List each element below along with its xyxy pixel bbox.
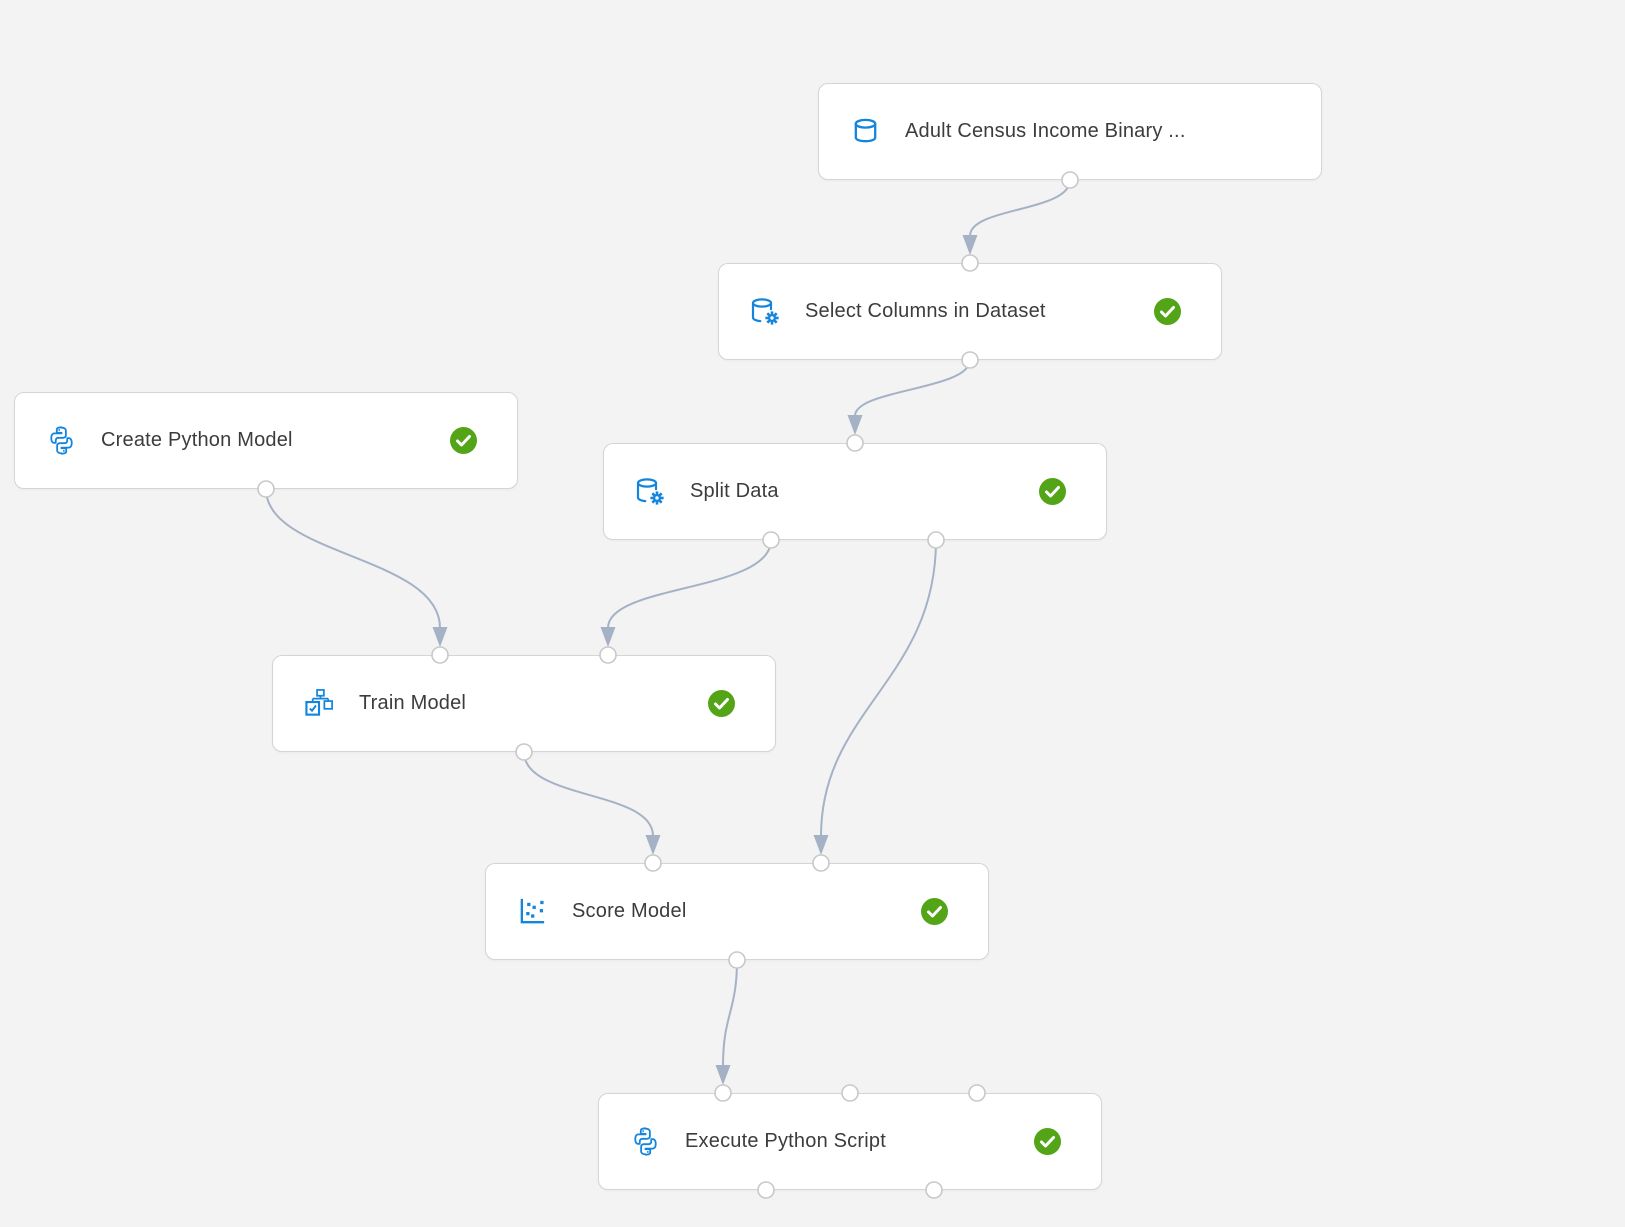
node-score-model[interactable]: Score Model bbox=[485, 863, 989, 960]
port-score-model-input-2[interactable] bbox=[812, 854, 830, 872]
python-icon bbox=[627, 1124, 663, 1160]
edge-select-columns-to-split-data[interactable] bbox=[847, 359, 971, 435]
node-dataset[interactable]: Adult Census Income Binary ... bbox=[818, 83, 1322, 180]
database-icon bbox=[847, 114, 883, 150]
port-select-columns-input[interactable] bbox=[961, 254, 979, 272]
train-model-icon bbox=[301, 686, 337, 722]
node-execute-python-script[interactable]: Execute Python Script bbox=[598, 1093, 1102, 1190]
edge-arrowhead bbox=[432, 627, 448, 647]
node-label: Train Model bbox=[359, 692, 467, 714]
node-label: Score Model bbox=[572, 900, 687, 922]
port-train-model-input-2[interactable] bbox=[599, 646, 617, 664]
status-completed-icon bbox=[708, 690, 735, 717]
edge-arrowhead bbox=[813, 835, 829, 855]
edge-dataset-to-select-columns[interactable] bbox=[962, 179, 1071, 255]
node-select-columns[interactable]: Select Columns in Dataset bbox=[718, 263, 1222, 360]
edge-arrowhead bbox=[847, 415, 863, 435]
edge-arrowhead bbox=[715, 1065, 731, 1085]
port-train-model-output[interactable] bbox=[515, 743, 533, 761]
python-icon bbox=[43, 423, 79, 459]
node-create-python-model[interactable]: Create Python Model bbox=[14, 392, 518, 489]
edge-split-data-to-train-model[interactable] bbox=[600, 539, 772, 647]
node-label: Create Python Model bbox=[101, 429, 293, 451]
edge-score-model-to-execute-python-script[interactable] bbox=[715, 959, 738, 1085]
edge-arrowhead bbox=[962, 235, 978, 255]
port-split-data-output-2[interactable] bbox=[927, 531, 945, 549]
edge-split-data-to-score-model[interactable] bbox=[813, 539, 937, 855]
port-split-data-output-1[interactable] bbox=[762, 531, 780, 549]
port-execute-python-script-output-2[interactable] bbox=[925, 1181, 943, 1199]
port-score-model-output[interactable] bbox=[728, 951, 746, 969]
scatter-plot-icon bbox=[514, 894, 550, 930]
port-execute-python-script-input-1[interactable] bbox=[714, 1084, 732, 1102]
status-completed-icon bbox=[921, 898, 948, 925]
port-train-model-input-1[interactable] bbox=[431, 646, 449, 664]
port-select-columns-output[interactable] bbox=[961, 351, 979, 369]
node-split-data[interactable]: Split Data bbox=[603, 443, 1107, 540]
port-execute-python-script-output-1[interactable] bbox=[757, 1181, 775, 1199]
port-score-model-input-1[interactable] bbox=[644, 854, 662, 872]
edge-arrowhead bbox=[600, 627, 616, 647]
node-label: Split Data bbox=[690, 480, 779, 502]
status-completed-icon bbox=[1154, 298, 1181, 325]
node-label: Adult Census Income Binary ... bbox=[905, 120, 1186, 142]
port-dataset-output[interactable] bbox=[1061, 171, 1079, 189]
status-completed-icon bbox=[1039, 478, 1066, 505]
edge-train-model-to-score-model[interactable] bbox=[523, 751, 661, 855]
node-label: Select Columns in Dataset bbox=[805, 300, 1046, 322]
database-gear-icon bbox=[632, 474, 668, 510]
port-create-python-model-output[interactable] bbox=[257, 480, 275, 498]
status-completed-icon bbox=[450, 427, 477, 454]
edge-create-python-model-to-train-model[interactable] bbox=[265, 488, 448, 647]
database-gear-icon bbox=[747, 294, 783, 330]
node-label: Execute Python Script bbox=[685, 1130, 886, 1152]
status-completed-icon bbox=[1034, 1128, 1061, 1155]
edge-arrowhead bbox=[645, 835, 661, 855]
node-train-model[interactable]: Train Model bbox=[272, 655, 776, 752]
port-split-data-input[interactable] bbox=[846, 434, 864, 452]
port-execute-python-script-input-2[interactable] bbox=[841, 1084, 859, 1102]
port-execute-python-script-input-3[interactable] bbox=[968, 1084, 986, 1102]
ports bbox=[257, 171, 1079, 1199]
